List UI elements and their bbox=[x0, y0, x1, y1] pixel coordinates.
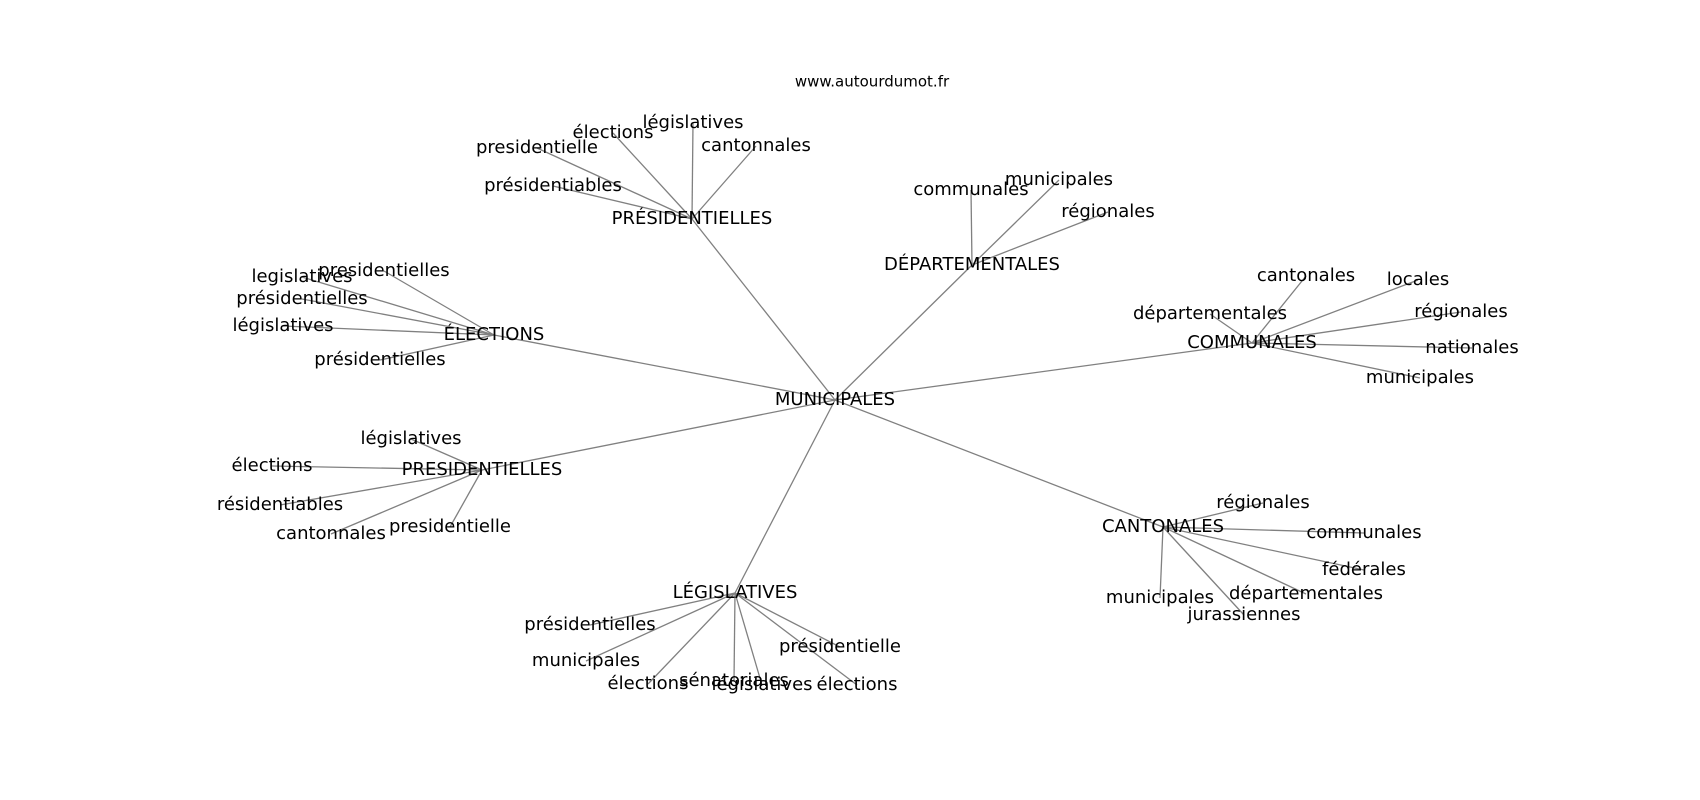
graph-edges bbox=[271, 122, 1473, 686]
leaf-node-label-c-cantonales: cantonales bbox=[1257, 265, 1355, 286]
edge-communales-c-municipales bbox=[1251, 342, 1421, 379]
hub-node-label-presidentielles-top: PRÉSIDENTIELLES bbox=[612, 207, 773, 229]
leaf-node-label-p2-cantonnales: cantonnales bbox=[276, 523, 386, 544]
hub-node-label-departementales: DÉPARTEMENTALES bbox=[884, 253, 1060, 275]
leaf-node-label-p1-presidentiables: présidentiables bbox=[484, 175, 622, 196]
edge-presidentielles-top-p1-legislatives bbox=[691, 122, 694, 220]
leaf-node-label-p1-elections: élections bbox=[573, 122, 654, 143]
edge-elections-e-legislatives-a bbox=[301, 276, 495, 336]
leaf-node-label-p1-presidentielle: presidentielle bbox=[476, 137, 598, 158]
leaf-node-label-p2-residentiables: résidentiables bbox=[217, 494, 343, 515]
leaf-node-label-l-elections-a: élections bbox=[608, 673, 689, 694]
edge-elections-e-legislatives-b bbox=[282, 325, 495, 336]
leaf-node-label-p2-elections: élections bbox=[232, 455, 313, 476]
leaf-node-label-c-municipales: municipales bbox=[1366, 367, 1474, 388]
edge-presidentielles-left-p2-presidentielle bbox=[449, 469, 483, 528]
edge-cantonales-k-communales bbox=[1162, 526, 1365, 534]
leaf-node-label-e-presidentielles-a: presidentielles bbox=[318, 260, 449, 281]
leaf-node-label-p1-cantonnales: cantonnales bbox=[701, 135, 811, 156]
edge-center-presidentielles-top bbox=[691, 218, 836, 401]
leaf-node-label-k-communales: communales bbox=[1306, 522, 1421, 543]
leaf-node-label-l-senatoriales: sénatoriales bbox=[679, 670, 789, 691]
leaf-node-label-c-nationales: nationales bbox=[1425, 337, 1518, 358]
hub-node-label-communales: COMMUNALES bbox=[1187, 332, 1317, 353]
edge-center-cantonales bbox=[834, 399, 1164, 528]
leaf-node-label-l-legislatives: législatives bbox=[711, 674, 812, 695]
center-node-label: MUNICIPALES bbox=[775, 389, 895, 410]
leaf-node-label-p2-legislatives: législatives bbox=[360, 428, 461, 449]
edge-presidentielles-top-p1-cantonnales bbox=[691, 145, 757, 220]
edge-presidentielles-left-p2-cantonnales bbox=[330, 469, 483, 535]
edge-departementales-d-communales bbox=[970, 189, 973, 266]
edge-legislatives-l-elections-a bbox=[647, 592, 736, 685]
edge-communales-c-locales bbox=[1251, 279, 1419, 344]
edge-legislatives-l-presidentielles bbox=[589, 592, 736, 626]
edge-cantonales-k-municipales bbox=[1159, 526, 1164, 599]
graph-labels: MUNICIPALES PRÉSIDENTIELLES presidentielle… bbox=[217, 112, 1519, 695]
edge-departementales-d-municipales bbox=[971, 179, 1060, 266]
edge-center-presidentielles-left bbox=[481, 399, 836, 471]
edge-presidentielles-top-p1-presidentielle bbox=[536, 147, 693, 220]
edge-elections-e-presidentielles-a bbox=[383, 270, 495, 336]
edge-cantonales-k-regionales bbox=[1162, 502, 1264, 528]
leaf-node-label-e-presidentielles-b: présidentielles bbox=[236, 288, 367, 309]
leaf-node-label-k-municipales: municipales bbox=[1106, 587, 1214, 608]
edge-communales-c-nationales bbox=[1251, 342, 1473, 349]
leaf-node-label-l-municipales: municipales bbox=[532, 650, 640, 671]
edge-departementales-d-regionales bbox=[971, 211, 1109, 266]
hub-node-label-presidentielles-left: PRESIDENTIELLES bbox=[402, 459, 563, 480]
site-url-label: www.autourdumot.fr bbox=[795, 73, 950, 91]
leaf-node-label-e-presidentielles-c: présidentielles bbox=[314, 349, 445, 370]
leaf-node-label-k-jurassiennes: jurassiennes bbox=[1187, 604, 1301, 625]
edge-center-communales bbox=[834, 342, 1253, 401]
leaf-node-label-e-legislatives-a: legislatives bbox=[251, 266, 352, 287]
edge-communales-c-departementales bbox=[1209, 313, 1253, 344]
leaf-node-label-k-regionales: régionales bbox=[1216, 492, 1309, 513]
leaf-node-label-l-presidentielles: présidentielles bbox=[524, 614, 655, 635]
leaf-node-label-l-presidentielle: présidentielle bbox=[779, 636, 901, 657]
edge-legislatives-l-legislatives bbox=[734, 592, 763, 686]
hub-node-label-elections: ÉLECTIONS bbox=[444, 323, 545, 345]
leaf-node-label-l-elections-b: élections bbox=[817, 674, 898, 695]
edge-center-elections bbox=[493, 334, 836, 401]
edge-presidentielles-left-p2-residentiables bbox=[279, 469, 483, 506]
leaf-node-label-c-locales: locales bbox=[1387, 269, 1449, 290]
edge-center-departementales bbox=[834, 264, 973, 401]
edge-presidentielles-top-p1-presidentiables bbox=[552, 185, 693, 220]
edge-elections-e-presidentielles-c bbox=[379, 334, 495, 361]
leaf-node-label-p2-presidentielle: presidentielle bbox=[389, 516, 511, 537]
edge-communales-c-cantonales bbox=[1251, 275, 1307, 344]
leaf-node-label-c-regionales: régionales bbox=[1414, 301, 1507, 322]
leaf-node-label-p1-legislatives: législatives bbox=[642, 112, 743, 133]
edge-presidentielles-left-p2-legislatives bbox=[410, 438, 483, 471]
leaf-node-label-k-departementales: départementales bbox=[1229, 583, 1383, 604]
edge-cantonales-k-departementales bbox=[1162, 526, 1307, 595]
edge-legislatives-l-elections-b bbox=[734, 592, 858, 686]
leaf-node-label-d-regionales: régionales bbox=[1061, 201, 1154, 222]
leaf-node-label-c-departementales: départementales bbox=[1133, 303, 1287, 324]
leaf-node-label-e-legislatives-b: législatives bbox=[232, 315, 333, 336]
edge-center-legislatives bbox=[734, 399, 836, 594]
leaf-node-label-d-municipales: municipales bbox=[1005, 169, 1113, 190]
edge-presidentielles-top-p1-elections bbox=[612, 132, 693, 220]
edge-communales-c-regionales bbox=[1251, 311, 1462, 344]
edge-presidentielles-left-p2-elections bbox=[271, 465, 483, 471]
edge-legislatives-l-senatoriales bbox=[733, 592, 736, 682]
edge-elections-e-presidentielles-b bbox=[301, 298, 495, 336]
leaf-node-label-d-communales: communales bbox=[913, 179, 1028, 200]
edge-cantonales-k-federales bbox=[1162, 526, 1365, 571]
edge-cantonales-k-jurassiennes bbox=[1162, 526, 1245, 616]
edge-legislatives-l-municipales bbox=[585, 592, 736, 662]
leaf-node-label-k-federales: fédérales bbox=[1322, 559, 1406, 580]
hub-node-label-cantonales: CANTONALES bbox=[1102, 516, 1224, 537]
edge-legislatives-l-presidentielle bbox=[734, 592, 841, 648]
hub-node-label-legislatives: LÉGISLATIVES bbox=[673, 581, 798, 603]
